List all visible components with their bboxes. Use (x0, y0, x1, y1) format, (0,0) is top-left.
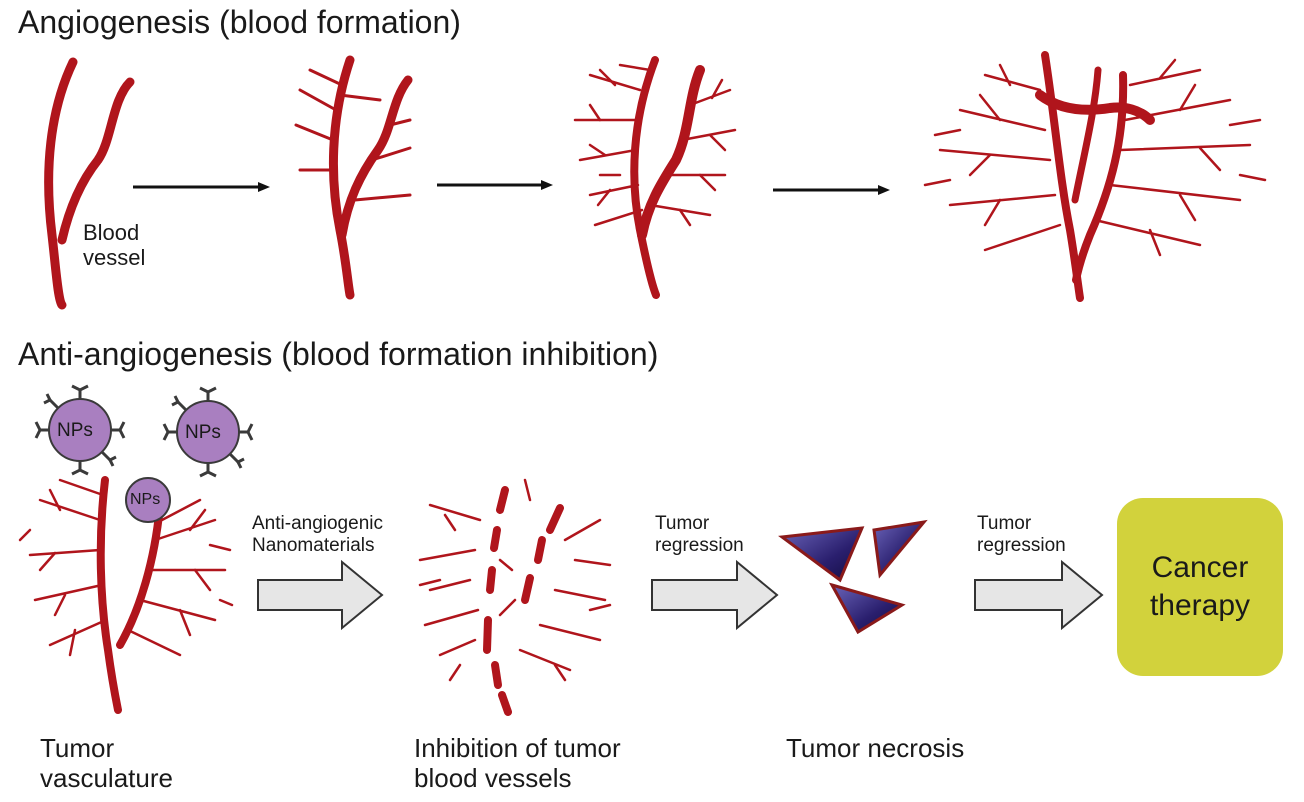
vessel-stage-2 (294, 55, 413, 300)
vessel-stage-4 (923, 51, 1267, 302)
black-arrow-3 (773, 185, 890, 195)
black-arrow-2 (437, 180, 553, 190)
vessel-stage-3 (573, 56, 737, 299)
tumor-vasculature-vessels (18, 476, 234, 714)
necrosis-cells (778, 519, 928, 635)
inhibition-label: Inhibition of tumor blood vessels (414, 733, 621, 793)
cancer-therapy-box (1117, 498, 1283, 676)
np-particle-3 (125, 477, 171, 523)
block-arrow-3 (974, 559, 1104, 631)
step1-label: Anti-angiogenic Nanomaterials (252, 513, 383, 556)
np-label-3: NPs (130, 491, 161, 508)
np-particle-2 (162, 386, 254, 478)
blood-vessel-label: Blood vessel (83, 220, 146, 271)
step2-label: Tumor regression (655, 513, 744, 556)
black-arrow-1 (133, 182, 270, 192)
np-label-2: NPs (185, 422, 221, 443)
necrosis-label: Tumor necrosis (786, 733, 965, 763)
vessel-stage-1 (44, 57, 135, 310)
np-label-1: NPs (57, 420, 93, 441)
np-particle-1 (34, 384, 126, 476)
cancer-therapy-label: Cancer therapy (1149, 551, 1251, 622)
block-arrow-1 (257, 559, 384, 631)
block-arrow-2 (651, 559, 779, 631)
inhibited-vessels (418, 478, 612, 716)
tumor-vasculature-label: Tumor vasculature (40, 733, 173, 793)
step3-label: Tumor regression (977, 513, 1066, 556)
angiogenesis-title: Angiogenesis (blood formation) (18, 4, 461, 40)
anti-angiogenesis-title: Anti-angiogenesis (blood formation inhib… (18, 336, 659, 372)
